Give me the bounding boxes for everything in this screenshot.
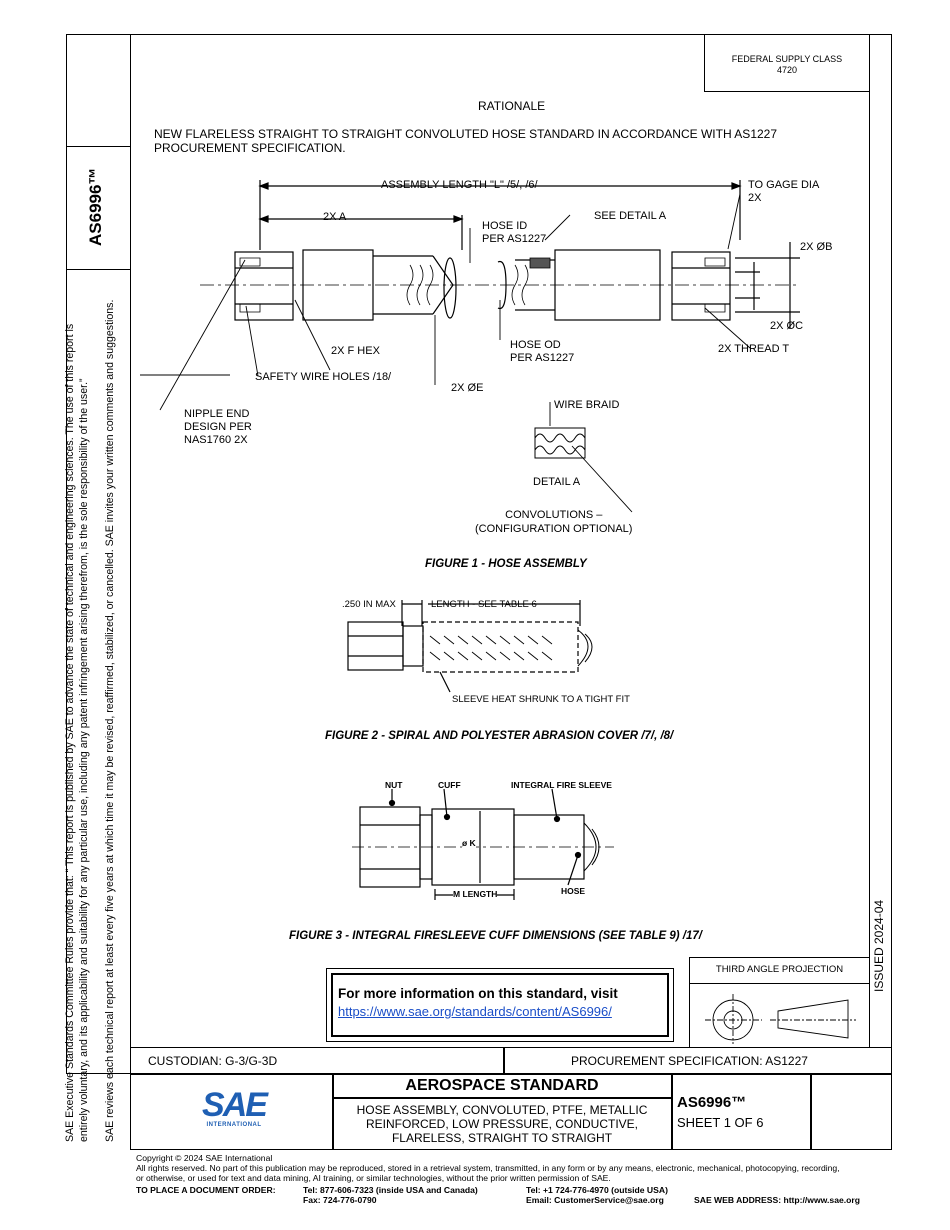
fig1-hose-od-2: PER AS1227: [510, 352, 575, 364]
footer: Copyright © 2024 SAE International All r…: [136, 1153, 840, 1183]
fig3-phi-k: ø K: [462, 838, 476, 848]
fig1-to-gage-dia: TO GAGE DIA 2X: [748, 179, 819, 205]
footer-rights-1: All rights reserved. No part of this pub…: [136, 1163, 840, 1173]
footer-tel-usa: Tel: 877-606-7323 (inside USA and Canada…: [303, 1185, 478, 1195]
info-box: For more information on this standard, v…: [326, 968, 674, 1042]
right-margin-frame: [869, 34, 892, 1048]
fig3-hose: HOSE: [561, 886, 586, 896]
custodian: CUSTODIAN: G-3/G-3D: [148, 1054, 278, 1068]
fig3-cuff: CUFF: [438, 780, 461, 790]
footer-email[interactable]: Email: CustomerService@sae.org: [526, 1195, 664, 1205]
fig1-2x-f-hex: 2X F HEX: [331, 345, 380, 357]
disclaimer-line-2: entirely voluntary, and its applicabilit…: [78, 378, 90, 1142]
sae-logo-sub: INTERNATIONAL: [206, 1122, 262, 1128]
standard-type: AEROSPACE STANDARD: [405, 1077, 599, 1094]
footer-web[interactable]: SAE WEB ADDRESS: http://www.sae.org: [694, 1195, 860, 1205]
fig1-hose-od-1: HOSE OD: [510, 339, 561, 351]
fig2-sleeve-label: SLEEVE HEAT SHRUNK TO A TIGHT FIT: [452, 694, 630, 705]
title-block: [130, 1047, 892, 1150]
projection-label: THIRD ANGLE PROJECTION: [715, 964, 844, 975]
fig1-see-detail-a: SEE DETAIL A: [594, 210, 667, 222]
footer-order-label: TO PLACE A DOCUMENT ORDER:: [136, 1185, 276, 1195]
fig1-wire-braid: WIRE BRAID: [554, 399, 620, 411]
fig2-length-label: LENGTH - SEE TABLE 6: [431, 599, 537, 610]
fig3-fire-sleeve: INTEGRAL FIRE SLEEVE: [511, 780, 612, 790]
fig3-nut: NUT: [385, 780, 403, 790]
fig1-convolutions-1: CONVOLUTIONS –: [505, 509, 603, 521]
rationale-line-2: PROCUREMENT SPECIFICATION.: [154, 141, 346, 155]
fig1-assembly-length: ASSEMBLY LENGTH "L" /5/, /6/: [381, 179, 538, 191]
rationale-text: NEW FLARELESS STRAIGHT TO STRAIGHT CONVO…: [154, 127, 777, 155]
rationale-line-1: NEW FLARELESS STRAIGHT TO STRAIGHT CONVO…: [154, 127, 778, 141]
sheet-number: SHEET 1 OF 6: [677, 1115, 764, 1130]
disclaimer-line-1: SAE Executive Standards Committee Rules …: [64, 323, 76, 1142]
footer-copyright: Copyright © 2024 SAE International: [136, 1153, 273, 1163]
sae-logo: SAE INTERNATIONAL: [196, 1088, 272, 1128]
fig1-nipple-end: NIPPLE END DESIGN PER NAS1760 2X: [184, 408, 252, 447]
supply-class-number: 4720: [776, 65, 798, 75]
footer-rights-2: or otherwise, or used for text and data …: [136, 1173, 611, 1183]
figure3-drawing: [352, 788, 614, 900]
info-text: For more information on this standard, v…: [338, 986, 618, 1001]
sae-logo-text: SAE: [202, 1086, 268, 1124]
fig1-2x-b: 2X ØB: [800, 241, 833, 253]
fig1-2x-e: 2X ØE: [451, 382, 484, 394]
footer-tel-outside: Tel: +1 724-776-4970 (outside USA): [526, 1185, 668, 1195]
fig1-convolutions-2: (CONFIGURATION OPTIONAL): [475, 523, 633, 535]
procurement-spec: PROCUREMENT SPECIFICATION: AS1227: [571, 1054, 808, 1068]
projection-symbol-icon: [705, 994, 856, 1044]
figure2-caption: FIGURE 2 - SPIRAL AND POLYESTER ABRASION…: [325, 730, 674, 742]
fig1-nipple-1: NIPPLE END: [184, 408, 250, 420]
title-line-3: FLARELESS, STRAIGHT TO STRAIGHT: [391, 1131, 613, 1145]
fig1-safety-wire: SAFETY WIRE HOLES /18/: [255, 371, 392, 383]
title-block-row-divider: [130, 1073, 892, 1075]
issued-date: ISSUED 2024-04: [872, 899, 886, 992]
side-doc-number: AS6996™: [86, 167, 105, 246]
fig1-hose-od: HOSE OD PER AS1227: [510, 339, 574, 365]
projection-divider: [689, 983, 870, 984]
figure3-caption: FIGURE 3 - INTEGRAL FIRESLEEVE CUFF DIME…: [289, 930, 702, 942]
fig1-2x-c: 2X ØC: [770, 320, 804, 332]
federal-supply-class: FEDERAL SUPPLY CLASS 4720: [704, 54, 870, 76]
fig1-hose-id-2: PER AS1227: [482, 233, 547, 245]
fig1-hose-id: HOSE ID PER AS1227: [482, 220, 546, 246]
fig1-to-gage-dia-label: TO GAGE DIA: [748, 179, 820, 191]
supply-class-label: FEDERAL SUPPLY CLASS: [731, 54, 843, 64]
figure2-drawing: [347, 600, 593, 693]
info-box-inner: [331, 973, 669, 1037]
fig1-detail-a: DETAIL A: [533, 476, 581, 488]
title-line-2: REINFORCED, LOW PRESSURE, CONDUCTIVE,: [365, 1117, 639, 1131]
fig2-max-label: .250 IN MAX: [342, 599, 396, 610]
disclaimer-line-3: SAE reviews each technical report at lea…: [104, 299, 116, 1142]
fig1-nipple-3: NAS1760 2X: [184, 434, 248, 446]
footer-fax: Fax: 724-776-0790: [303, 1195, 377, 1205]
custodian-divider: [503, 1047, 505, 1074]
fig1-2x-a: 2X A: [323, 211, 347, 223]
title-line-1: HOSE ASSEMBLY, CONVOLUTED, PTFE, METALLI…: [356, 1103, 648, 1117]
figure1-caption: FIGURE 1 - HOSE ASSEMBLY: [425, 558, 587, 570]
figure1-drawing: [140, 180, 800, 513]
fig1-2x-thread: 2X THREAD T: [718, 343, 790, 355]
fig1-hose-id-1: HOSE ID: [482, 220, 528, 232]
logo-divider: [332, 1073, 334, 1150]
info-link[interactable]: https://www.sae.org/standards/content/AS…: [338, 1004, 612, 1019]
sheet-divider: [810, 1073, 812, 1150]
fig1-convolutions: CONVOLUTIONS – (CONFIGURATION OPTIONAL): [475, 508, 632, 536]
fig1-nipple-2: DESIGN PER: [184, 421, 252, 433]
rationale-heading: RATIONALE: [478, 99, 546, 113]
fig3-m-length: M LENGTH: [453, 889, 498, 899]
document-title: HOSE ASSEMBLY, CONVOLUTED, PTFE, METALLI…: [332, 1103, 672, 1145]
title-divider: [671, 1073, 673, 1150]
title-doc-number: AS6996™: [677, 1094, 747, 1111]
standard-type-underline: [332, 1097, 672, 1099]
fig1-to-gage-dia-count: 2X: [748, 192, 762, 204]
supply-class-box: [704, 34, 870, 92]
